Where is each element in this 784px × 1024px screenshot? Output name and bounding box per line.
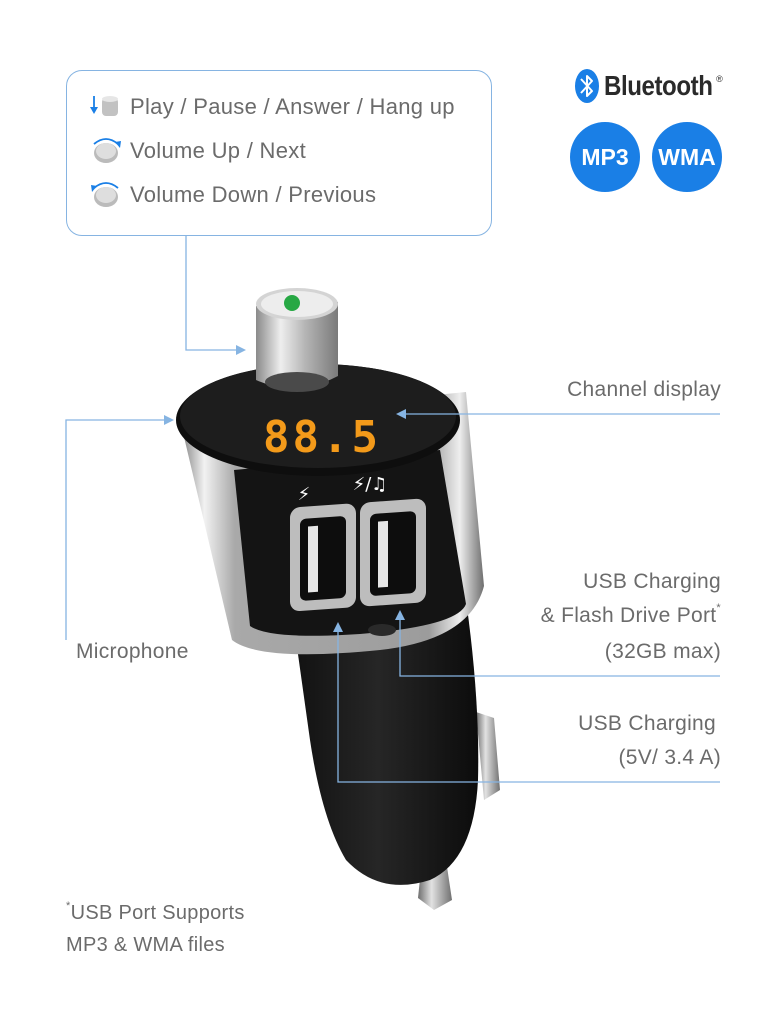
channel-display-digits: 88.5 bbox=[263, 412, 381, 463]
channel-display-label: Channel display bbox=[567, 378, 721, 401]
flash-port-label-line1: USB Charging bbox=[583, 570, 721, 593]
port-label-charge-music-icon: ⚡/♫ bbox=[353, 474, 388, 495]
usb-port-charging[interactable] bbox=[290, 503, 356, 612]
port-label-charge-icon: ⚡ bbox=[298, 484, 311, 505]
registered-mark: ® bbox=[716, 74, 723, 84]
side-contact-right bbox=[476, 712, 500, 800]
footnote-mark: * bbox=[716, 602, 721, 614]
control-item-play: Play / Pause / Answer / Hang up bbox=[88, 90, 455, 124]
control-label-volume-up: Volume Up / Next bbox=[130, 138, 306, 163]
leader-usb-charging bbox=[337, 632, 720, 783]
leader-flash-port bbox=[399, 620, 720, 677]
footnote-line1: *USB Port Supports bbox=[66, 900, 245, 925]
footnote-line2: MP3 & WMA files bbox=[66, 934, 225, 956]
microphone-hole bbox=[368, 624, 396, 636]
leader-controls bbox=[185, 236, 238, 351]
usb-charging-label-line2: (5V/ 3.4 A) bbox=[618, 746, 721, 769]
control-item-volume-down: Volume Down / Previous bbox=[88, 178, 376, 212]
usb-charging-label-line1: USB Charging bbox=[578, 712, 716, 735]
mp3-badge: MP3 bbox=[570, 122, 640, 192]
controls-callout bbox=[66, 70, 492, 236]
flash-port-label-line2: & Flash Drive Port* bbox=[540, 602, 721, 628]
footnote-mark: * bbox=[66, 900, 71, 912]
rotate-counterclockwise-icon bbox=[88, 180, 124, 210]
control-knob[interactable] bbox=[256, 288, 338, 392]
control-label-play: Play / Pause / Answer / Hang up bbox=[130, 94, 455, 119]
plug-body bbox=[296, 600, 479, 885]
wma-badge: WMA bbox=[652, 122, 722, 192]
rotate-clockwise-icon bbox=[88, 136, 124, 166]
microphone-label: Microphone bbox=[76, 640, 189, 663]
footnote-text-1: USB Port Supports bbox=[70, 902, 245, 924]
bluetooth-wordmark: Bluetooth bbox=[604, 70, 713, 101]
flash-port-label-text: & Flash Drive Port bbox=[540, 604, 717, 627]
leader-microphone bbox=[65, 419, 166, 640]
press-button-icon bbox=[88, 92, 124, 122]
bluetooth-icon bbox=[574, 68, 600, 104]
flash-port-label-line3: (32GB max) bbox=[604, 640, 721, 663]
usb-port-flash-drive[interactable] bbox=[360, 498, 426, 607]
control-item-volume-up: Volume Up / Next bbox=[88, 134, 306, 168]
bluetooth-brand: Bluetooth ® bbox=[574, 66, 723, 106]
control-label-volume-down: Volume Down / Previous bbox=[130, 182, 377, 207]
